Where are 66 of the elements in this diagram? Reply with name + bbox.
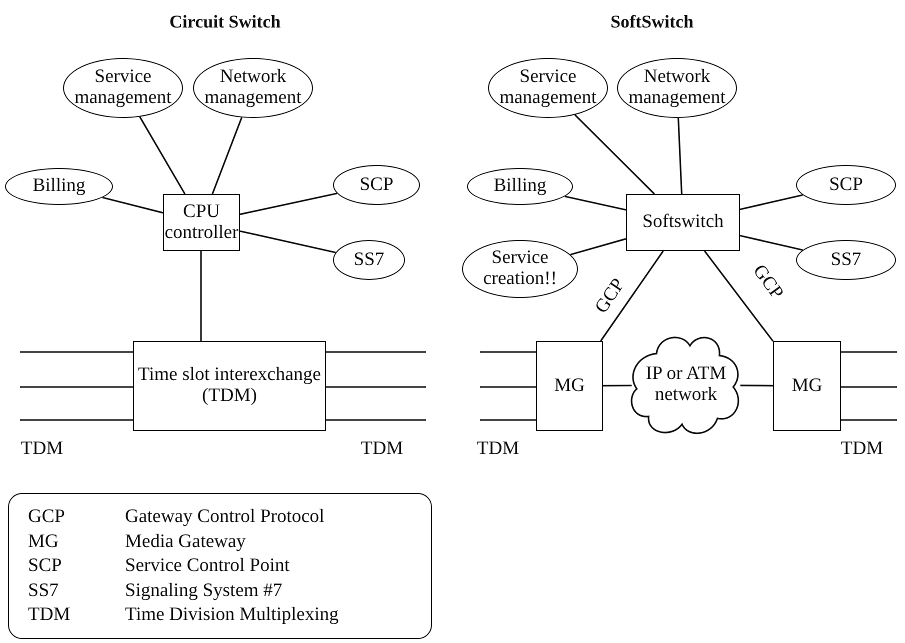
node-label: Billing	[32, 176, 86, 197]
definition-text: Service Control Point	[125, 555, 290, 577]
definition-text: Media Gateway	[125, 530, 246, 552]
process-box	[773, 341, 841, 431]
abbreviation-text: GCP	[28, 506, 65, 528]
section-title: SoftSwitch	[610, 12, 694, 32]
connector-line	[20, 386, 133, 388]
node-label: Network management	[203, 67, 303, 109]
connector-line	[326, 386, 426, 388]
abbreviation-text: TDM	[28, 604, 70, 626]
connector-line	[678, 118, 682, 194]
connector-line	[603, 384, 632, 386]
node-label: MG	[792, 376, 822, 396]
node-label: Billing	[494, 176, 546, 197]
connector-line	[240, 230, 336, 254]
node-label: SCP	[360, 174, 394, 196]
definition-text: Time Division Multiplexing	[125, 604, 339, 626]
node-label: Time slot interexchange (TDM)	[137, 365, 322, 407]
section-title: Circuit Switch	[169, 12, 281, 32]
line-label: TDM	[840, 438, 884, 460]
connector-line	[480, 351, 536, 353]
line-label: TDM	[476, 438, 520, 460]
connector-line	[326, 351, 426, 353]
line-label: TDM	[360, 438, 404, 460]
node-label: SS7	[830, 250, 862, 270]
node-label: Network management	[627, 67, 727, 109]
node-label: Softswitch	[642, 212, 724, 233]
definition-text: Gateway Control Protocol	[125, 506, 324, 528]
connector-line	[740, 234, 803, 251]
node-label: SCP	[829, 174, 863, 196]
connector-line	[200, 251, 202, 341]
connector-line	[841, 386, 897, 388]
connector-line	[570, 238, 626, 256]
connector-line	[480, 419, 536, 421]
abbreviation-text: SCP	[28, 555, 62, 577]
process-box	[626, 194, 740, 251]
connector-line	[740, 384, 773, 386]
node-label: CPU controller	[164, 202, 239, 244]
connector-line	[480, 386, 536, 388]
node-label: MG	[554, 376, 585, 396]
connector-line	[139, 116, 186, 194]
process-box	[536, 341, 603, 431]
connector-line	[564, 196, 626, 211]
line-label: TDM	[20, 438, 64, 460]
connector-line	[841, 351, 897, 353]
process-box	[133, 341, 326, 431]
connector-line	[600, 250, 664, 342]
connector-line	[841, 419, 897, 421]
node-label: IP or ATM network	[644, 364, 728, 406]
connector-line	[740, 194, 803, 210]
node-label: Service management	[498, 67, 598, 109]
definition-text: Signaling System #7	[125, 580, 282, 602]
connector-line	[326, 419, 426, 421]
connector-line	[102, 196, 164, 214]
node-label: Service creation!!	[482, 248, 558, 290]
process-box	[163, 194, 240, 251]
abbreviation-text: SS7	[28, 580, 59, 602]
node-label: SS7	[354, 250, 384, 270]
connector-line	[574, 114, 655, 195]
node-label: Service management	[73, 67, 173, 109]
connector-line	[20, 419, 133, 421]
connector-line	[240, 192, 338, 216]
connector-line	[704, 250, 774, 342]
connector-line	[20, 351, 133, 353]
abbreviation-text: MG	[28, 530, 59, 552]
connector-line	[212, 117, 242, 194]
